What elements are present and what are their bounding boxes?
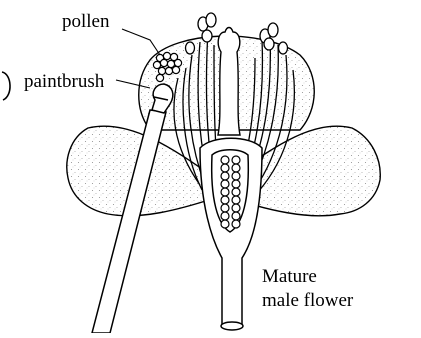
mature-male-flower-caption: Mature male flower [262,265,353,313]
paintbrush-label: paintbrush [24,72,104,91]
pollen-label: pollen [62,12,110,31]
pistil [218,28,240,136]
ovary [200,138,262,330]
partial-circle-outline [2,72,10,100]
caption-line-2: male flower [262,289,353,313]
pollen-leader [122,29,160,55]
caption-line-1: Mature [262,265,353,289]
